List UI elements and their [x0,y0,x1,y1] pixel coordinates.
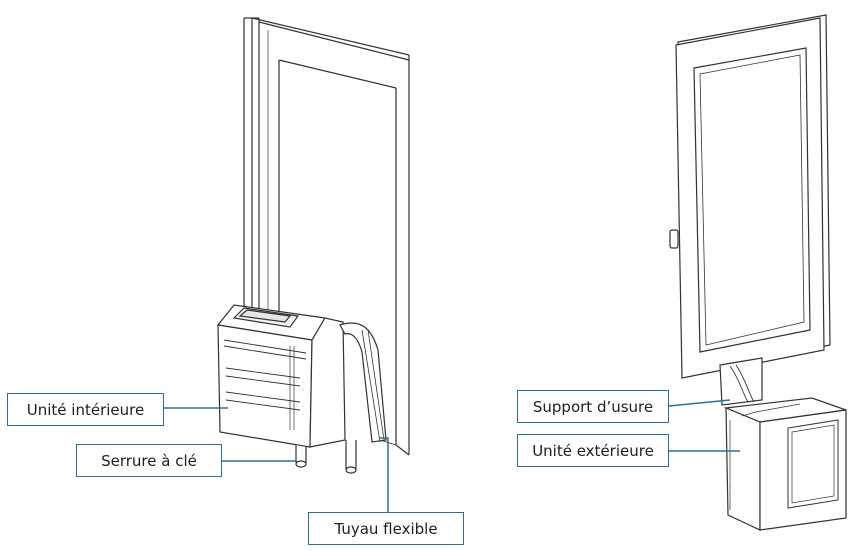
leader-flexible-hose [379,437,389,512]
key-lock-label-text: Serrure à clé [101,451,197,470]
indoor-unit-label-text: Unité intérieure [26,400,145,419]
key-lock-label: Serrure à clé [76,444,222,477]
wear-support-label: Support d’usure [517,390,669,423]
indoor-unit-label: Unité intérieure [7,393,164,426]
outdoor-panel-drawing [669,14,847,531]
flexible-hose-label-text: Tuyau flexible [334,519,438,538]
outdoor-unit-label-text: Unité extérieure [532,441,654,460]
indoor-unit-drawing [216,304,387,474]
leader-lines [164,399,740,512]
outdoor-unit-label: Unité extérieure [517,434,669,467]
wear-support-label-text: Support d’usure [532,397,654,416]
flexible-hose-label: Tuyau flexible [308,512,464,545]
leader-wear-support [668,399,731,407]
